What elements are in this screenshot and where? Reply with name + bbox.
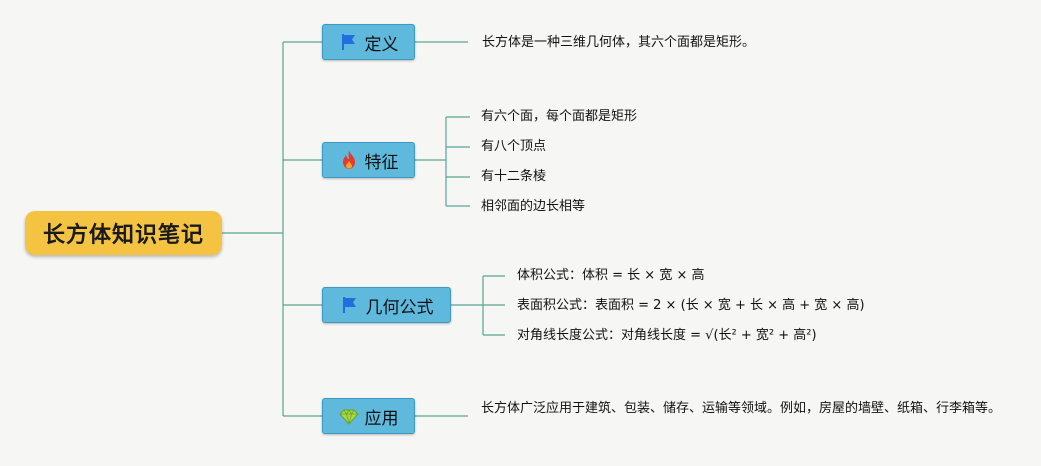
- leaf-applications-1[interactable]: 长方体广泛应用于建筑、包装、储存、运输等领域。例如，房屋的墙壁、纸箱、行李箱等。: [481, 401, 1002, 416]
- leaf-formulas-3[interactable]: 对角线长度公式：对角线长度 = √(长² + 宽² + 高²): [517, 328, 817, 343]
- diamond-icon: [338, 406, 359, 426]
- branch-formulas-label: 几何公式: [365, 297, 434, 318]
- branch-features-label: 特征: [364, 152, 399, 173]
- flag-icon: [339, 32, 359, 52]
- leaf-features-3[interactable]: 有十二条棱: [481, 169, 547, 184]
- branch-features[interactable]: 特征: [322, 142, 415, 178]
- flag-icon: [340, 295, 360, 315]
- branch-formulas[interactable]: 几何公式: [322, 287, 451, 323]
- leaf-formulas-1[interactable]: 体积公式：体积 = 长 × 宽 × 高: [517, 268, 705, 283]
- leaf-formulas-2[interactable]: 表面积公式：表面积 = 2 × (长 × 宽 + 长 × 高 + 宽 × 高): [517, 298, 865, 313]
- leaf-features-1[interactable]: 有六个面，每个面都是矩形: [481, 109, 638, 124]
- fire-icon: [339, 150, 359, 170]
- root-topic[interactable]: 长方体知识笔记: [25, 211, 222, 255]
- root-topic-label: 长方体知识笔记: [42, 223, 204, 248]
- leaf-features-4[interactable]: 相邻面的边长相等: [481, 199, 586, 214]
- leaf-definition-1[interactable]: 长方体是一种三维几何体，其六个面都是矩形。: [482, 35, 756, 50]
- branch-definition[interactable]: 定义: [322, 24, 415, 60]
- leaf-features-2[interactable]: 有八个顶点: [481, 139, 547, 154]
- branch-applications[interactable]: 应用: [322, 398, 415, 434]
- branch-definition-label: 定义: [364, 34, 399, 55]
- branch-applications-label: 应用: [364, 408, 399, 429]
